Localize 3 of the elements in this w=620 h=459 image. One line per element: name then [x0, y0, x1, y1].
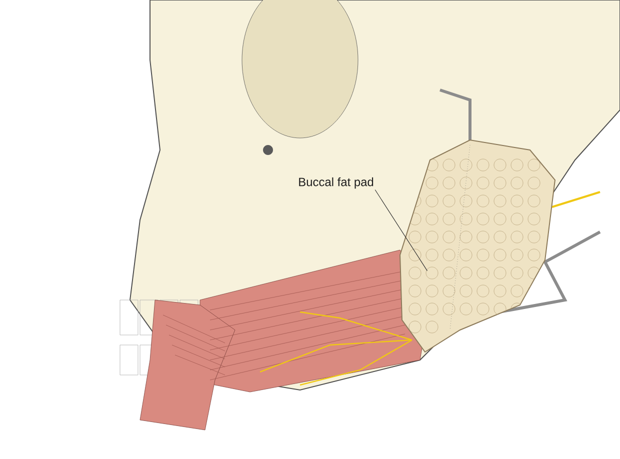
label-text: Buccal fat pad — [299, 177, 374, 189]
leader-line — [374, 189, 428, 272]
fat-pad — [400, 139, 556, 353]
